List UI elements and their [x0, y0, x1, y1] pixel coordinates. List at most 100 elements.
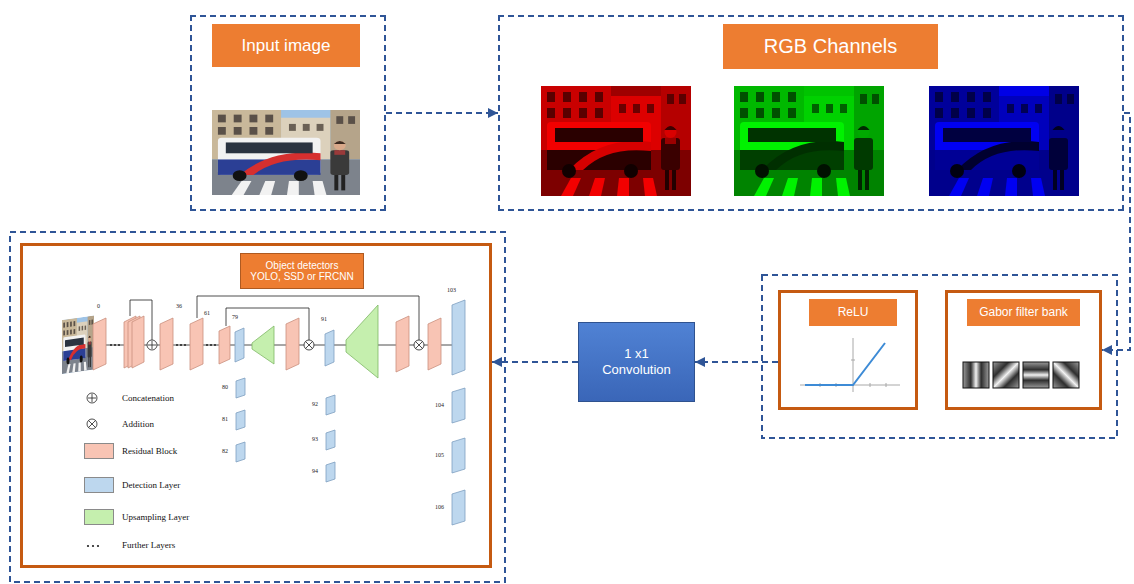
node-label: 1 x1 Convolution: [602, 346, 671, 377]
process-box: 1 x1 Convolution: [578, 322, 695, 402]
illustration-part: [62, 316, 94, 374]
gabor-filters: [963, 362, 1079, 388]
heading-label: RGB Channels: [723, 24, 938, 69]
illustration-part: [236, 442, 245, 462]
node-label: RGB Channels: [764, 35, 897, 58]
legend-label: Concatenation: [122, 393, 174, 403]
legend-label: Detection Layer: [122, 480, 180, 490]
illustration-part: [306, 342, 313, 349]
illustration-part: [286, 318, 299, 370]
illustration-part: [326, 462, 335, 482]
node-label: Gabor filter bank: [979, 306, 1068, 320]
illustration-part: [212, 110, 360, 195]
illustration-part: [416, 342, 423, 349]
illustration-part: [160, 318, 173, 370]
illustration-part: [236, 410, 245, 430]
illustration-part: [212, 110, 360, 195]
illustration-part: [929, 86, 1079, 196]
heading-label: Object detectors YOLO, SSD or FRCNN: [240, 253, 364, 289]
illustration-part: [452, 490, 465, 525]
illustration-part: [396, 316, 409, 372]
dashed-group: Input image: [190, 15, 386, 211]
illustration-part: [97, 545, 99, 547]
legend-label: Upsampling Layer: [122, 512, 189, 522]
illustration-part: [235, 300, 465, 525]
node-label: Input image: [242, 36, 331, 56]
node-label: Object detectors YOLO, SSD or FRCNN: [245, 260, 359, 283]
green-channel-image: [734, 86, 884, 196]
illustration-part: [541, 86, 691, 196]
layer-number: 105: [435, 452, 444, 458]
illustration-part: [87, 393, 97, 403]
illustration-part: [132, 316, 144, 368]
illustration-part: [180, 344, 182, 346]
illustration-part: [148, 341, 423, 349]
legend-entry: Concatenation: [84, 389, 174, 407]
layer-number: 36: [176, 303, 182, 309]
illustration-part: [235, 328, 244, 362]
legend-symbol: [84, 537, 114, 553]
layer-number: 79: [232, 314, 238, 320]
illustration-part: [870, 383, 871, 387]
flow-arrow: [1102, 113, 1130, 350]
illustration-part: [92, 394, 93, 402]
illustration-part: [1023, 362, 1049, 388]
legend-label: Addition: [122, 419, 154, 429]
relu-plot: [800, 338, 900, 392]
illustration-part: [805, 343, 885, 385]
legend-entry: Detection Layer: [84, 476, 180, 494]
illustration-part: [416, 342, 423, 349]
layer-number: 92: [312, 401, 318, 407]
legend-entry: Residual Block: [84, 442, 177, 460]
illustration-part: [851, 360, 855, 361]
illustration-part: [110, 344, 216, 346]
illustration-part: [62, 316, 94, 374]
illustration-part: [929, 86, 1079, 196]
illustration-part: [190, 318, 203, 370]
layer-number: 94: [312, 468, 318, 474]
illustration-part: [93, 316, 441, 372]
legend-swatch: [84, 477, 114, 493]
heading-label: Gabor filter bank: [967, 299, 1080, 326]
layer-number: 82: [222, 448, 228, 454]
flow-arrow: [386, 112, 498, 114]
illustration-part: [152, 341, 153, 349]
legend-label: Residual Block: [122, 446, 177, 456]
illustration-part: [734, 86, 884, 196]
legend-entry: Upsampling Layer: [84, 508, 189, 526]
input-photo: [212, 110, 360, 195]
illustration-part: [452, 300, 465, 375]
group-outline: [762, 275, 1117, 438]
illustration-part: [414, 340, 424, 350]
network-figure: [62, 296, 465, 525]
illustration-part: [252, 326, 274, 364]
legend-symbol: [84, 390, 114, 406]
legend-entry: Further Layers: [84, 536, 175, 554]
illustration-part: [147, 340, 424, 350]
legend-swatch: [84, 509, 114, 525]
layer-number: 93: [312, 436, 318, 442]
legend-swatch: [84, 443, 114, 459]
illustration-part: [110, 344, 112, 346]
illustration-part: [993, 362, 1019, 388]
illustration-part: [325, 330, 334, 366]
layer-number: 104: [435, 402, 444, 408]
heading-label: ReLU: [809, 299, 897, 326]
illustration-part: [214, 344, 216, 346]
illustration-part: [184, 344, 186, 346]
illustration-part: [346, 305, 378, 378]
illustration-part: [452, 438, 465, 473]
illustration-part: [236, 378, 245, 398]
layer-number: 80: [222, 384, 228, 390]
process-panel: Gabor filter bank: [945, 290, 1102, 410]
layer-number: 91: [321, 316, 327, 322]
illustration-part: [87, 545, 89, 547]
illustration-part: [452, 388, 465, 423]
dashed-group: RGB Channels: [498, 15, 1124, 211]
node-label: ReLU: [838, 306, 869, 320]
layer-number: 0: [97, 303, 100, 309]
illustration-part: [62, 316, 94, 374]
heading-label: Input image: [212, 24, 360, 67]
blue-channel-image: [929, 86, 1079, 196]
text-block: 1 x1 Convolution: [595, 346, 679, 377]
